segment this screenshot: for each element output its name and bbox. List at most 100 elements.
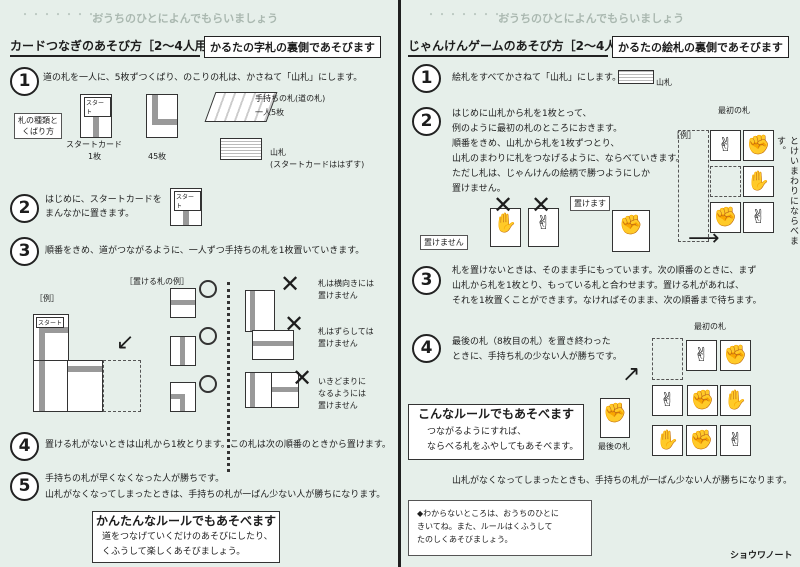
cannot-text-2: 札はずらしては 置けません: [318, 327, 374, 348]
rock-card-2: ✊: [710, 202, 741, 233]
start-card-illustration: スタート: [80, 94, 112, 138]
r-step-4-text: 最後の札（8枚目の札）を置き終わった ときに、手持ち札の少ない人が勝ちです。: [452, 337, 622, 362]
r-step-1-text: 絵札をすべてかさねて「山札」にします。: [452, 73, 622, 83]
step-number-4: 4: [10, 432, 39, 461]
cannot-card-3: [245, 372, 273, 408]
step-number-3: 3: [10, 237, 39, 266]
left-note: かるたの字札の裏側であそびます: [204, 36, 381, 58]
example-card-2: [33, 360, 69, 412]
r-x-mark-icon-1: ✕: [493, 191, 514, 219]
left-rule-text: 道をつなげていくだけのあそびにしたり、 くふうして楽しくあそびましょう。: [102, 532, 273, 557]
right-title: じゃんけんゲームのあそび方［2〜4人用］: [408, 39, 641, 53]
left-title-underline: [10, 55, 200, 57]
start-card-count: 1枚: [88, 152, 102, 161]
example-label: ［例］: [35, 294, 59, 303]
example-card-start: スタート: [33, 314, 69, 362]
clockwise-text: とけいまわりにならべます。: [775, 136, 798, 246]
x-mark-icon-1: ✕: [280, 270, 301, 298]
r4-paper-card-2: ✋: [652, 425, 683, 456]
r-arrow-icon-1: ⟶: [688, 226, 720, 251]
divider-wavy: [227, 282, 240, 472]
r-step-number-1: 1: [412, 64, 441, 93]
r-grid-empty-slot: [710, 166, 741, 197]
r-yamafuda-label: 山札: [656, 78, 672, 87]
right-title-underline: [408, 55, 608, 57]
right-rule-title: こんなルールでもあそべます: [417, 407, 574, 421]
road-card-count: 45枚: [148, 152, 167, 161]
scissors-card-2: ✌: [743, 202, 774, 233]
start-card-label: スタートカード: [66, 140, 122, 149]
can-rock-card: ✊: [612, 210, 650, 252]
right-header: おうちのひとによんでもらいましょう: [498, 12, 685, 25]
paper-card-1: ✋: [743, 166, 774, 197]
r4-scissors-card-3: ✌: [720, 425, 751, 456]
example-empty-slot: [103, 360, 141, 412]
cannot-card-2: [252, 330, 294, 360]
step-number-5: 5: [10, 472, 39, 501]
right-rule-text: つながるようにすれば、 ならべる札をふやしてもあそべます。: [427, 427, 579, 452]
placeable-card-1: [170, 288, 196, 318]
x-mark-icon-2: ✕: [284, 310, 305, 338]
can-place-label: 置けます: [570, 196, 610, 211]
right-page: ・・・・・・・・ おうちのひとによんでもらいましょう じゃんけんゲームのあそび方…: [400, 0, 800, 567]
step-2-start-card: スタート: [170, 188, 202, 226]
ok-circle-icon-1: [199, 280, 217, 298]
r-first-card-label-2: 最初の札: [694, 322, 726, 331]
ok-circle-icon-2: [199, 327, 217, 345]
scissors-card-1: ✌: [710, 130, 741, 161]
r-step-number-2: 2: [412, 107, 441, 136]
r-end-text: 山札がなくなってしまったときも、手持ちの札が一ばん少ない人が勝ちになります。: [452, 476, 793, 486]
left-rule-title: かんたんなルールでもあそべます: [95, 514, 276, 528]
dots-right: ・・・・・・・・: [426, 10, 514, 21]
r-x-mark-icon-2: ✕: [531, 191, 552, 219]
r4-empty-slot: [652, 338, 683, 380]
start-tag: スタート: [84, 97, 111, 117]
r4-scissors-card-2: ✌: [652, 385, 683, 416]
r-step-2-text: はじめに山札から札を1枚とって、 例のように最初の札のところにおきます。 順番を…: [452, 109, 685, 194]
r4-stack-card: ✊: [687, 385, 718, 416]
ok-circle-icon-3: [199, 375, 217, 393]
cannot-card-1: [245, 290, 275, 332]
placeable-label: ［置ける札の例］: [125, 277, 189, 286]
rock-card-1: ✊: [743, 130, 774, 161]
left-rule-box: かんたんなルールでもあそべます 道をつなげていくだけのあそびにしたり、 くふうし…: [92, 511, 280, 563]
cannot-text-3: いきどまりに なるようには 置けません: [318, 377, 366, 410]
step-number-2: 2: [10, 194, 39, 223]
last-card-label: 最後の札: [598, 442, 630, 451]
yamafuda-label: 山札: [270, 148, 286, 157]
start-tag-2: スタート: [174, 191, 201, 211]
cannot-paper-card: ✋: [490, 208, 521, 247]
right-note: かるたの絵札の裏側であそびます: [612, 36, 789, 58]
r-yamafuda-illustration: [618, 70, 654, 84]
r4-scissors-card: ✌: [686, 340, 717, 371]
step-3-text: 順番をきめ、道がつながるように、一人ずつ手持ちの札を1枚置いていきます。: [45, 246, 365, 256]
dots-left: ・・・・・・・・: [20, 10, 108, 21]
right-footer-note: ◆わからないところは、おうちのひとに きいてね。また、ルールはくふうして たのし…: [408, 500, 592, 556]
road-card-illustration: [146, 94, 178, 138]
r-step-number-3: 3: [412, 266, 441, 295]
right-rule-box: こんなルールでもあそべます つながるようにすれば、 ならべる札をふやしてもあそべ…: [408, 404, 584, 460]
step-2-text: はじめに、スタートカードを まんなかに置きます。: [45, 195, 162, 219]
step-5-text: 手持ちの札が早くなくなった人が勝ちです。 山札がなくなってしまったときは、手持ち…: [45, 474, 386, 500]
placeable-card-3: [170, 382, 196, 412]
r-step-number-4: 4: [412, 334, 441, 363]
last-card-rock: ✊: [600, 398, 630, 438]
r-arrow-icon-2: ↗: [622, 362, 641, 387]
r-first-card-label: 最初の札: [718, 106, 750, 115]
r4-paper-card: ✋: [720, 385, 751, 416]
hand-cards-label: 手持ちの札(道の札) 一人5枚: [255, 94, 326, 117]
step-4-text: 置ける札がないときは山札から1枚とります。この札は次の順番のときから置けます。: [45, 440, 391, 450]
r-example-label: ［例］: [672, 131, 696, 140]
left-title: カードつなぎのあそび方［2〜4人用］: [10, 39, 219, 53]
brand-logo: ショウワノート: [730, 551, 793, 561]
step-number-1: 1: [10, 67, 39, 96]
r-grid-empty-column: [678, 130, 709, 242]
cannot-scissors-card: ✌: [528, 208, 559, 247]
placeable-card-2: [170, 336, 196, 366]
cannot-place-label: 置けません: [420, 235, 468, 250]
r4-rock-card: ✊: [720, 340, 751, 371]
start-tag-3: スタート: [36, 317, 65, 328]
card-types-label: 札の種類と くばり方: [14, 113, 62, 139]
example-arrow-icon: ↙: [116, 330, 135, 355]
left-header: おうちのひとによんでもらいましょう: [92, 12, 279, 25]
